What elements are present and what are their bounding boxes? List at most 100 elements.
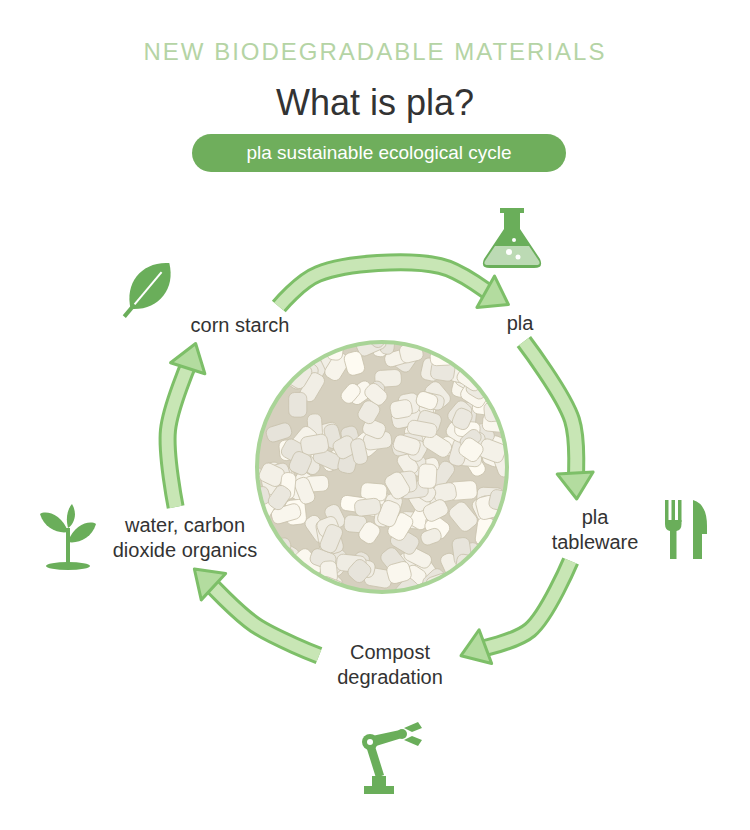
pellet: [481, 334, 509, 366]
pellet: [430, 327, 464, 355]
pellet: [383, 470, 412, 501]
pellet: [487, 368, 511, 385]
arrow-outline: [279, 262, 493, 306]
flask-icon: [483, 208, 541, 268]
pellet: [357, 519, 383, 546]
cycle-arrow: [279, 262, 509, 307]
tableware-icon: [665, 500, 707, 559]
pellet: [415, 391, 445, 412]
pellet: [484, 547, 501, 570]
node-text: water, carbon dioxide organics: [98, 513, 273, 563]
arrow-body: [478, 561, 571, 649]
pellet: [419, 527, 443, 547]
cycle-arrow: [524, 342, 593, 500]
stage-label: water, carbon dioxide organics: [92, 507, 279, 569]
cycle-arrow: [461, 561, 571, 663]
arrow-outline: [524, 342, 576, 482]
pellet: [343, 350, 366, 377]
pellet: [493, 521, 510, 544]
node-text: Compost degradation: [325, 640, 455, 690]
arrow-head: [557, 472, 593, 499]
sprout-icon: [40, 504, 96, 570]
pellet: [475, 517, 496, 547]
pellet: [414, 390, 439, 412]
node-text: pla tableware: [540, 505, 650, 555]
pellet: [339, 381, 363, 406]
pellet: [389, 399, 413, 420]
node-text: pla: [507, 311, 534, 336]
pellet: [237, 355, 270, 386]
pellet: [457, 580, 488, 611]
pellet: [356, 399, 382, 426]
pellet: [293, 476, 317, 506]
pellet: [287, 450, 313, 477]
pellet: [354, 498, 382, 517]
pellet: [261, 352, 282, 382]
pellet: [266, 483, 293, 512]
arrow-body: [279, 262, 493, 306]
arrow-body: [168, 361, 191, 507]
stage-label: pla tableware: [534, 499, 656, 561]
pellet: [392, 433, 422, 456]
pellet: [476, 545, 508, 571]
pellet: [449, 338, 467, 361]
arrow-outline: [168, 361, 191, 507]
pellet: [498, 330, 519, 357]
arrow-head: [461, 630, 492, 664]
pellet: [255, 554, 286, 583]
pellet: [440, 576, 471, 602]
stage-label: corn starch: [185, 307, 296, 344]
pellet: [494, 573, 520, 606]
pellet: [478, 341, 499, 372]
pellet-photo: [236, 320, 531, 610]
pellet: [289, 392, 307, 417]
pellet: [295, 331, 324, 352]
arrow-head: [194, 569, 225, 600]
pellet: [471, 320, 497, 353]
diagram-title: What is pla?: [276, 82, 474, 124]
node-text: corn starch: [191, 313, 290, 338]
arrow-outline: [208, 581, 319, 655]
arrow-body: [524, 342, 576, 482]
pellet: [385, 560, 412, 585]
pellet: [421, 498, 450, 524]
pellet: [462, 328, 484, 352]
arrow-head: [171, 344, 205, 374]
pellet: [243, 402, 263, 432]
arrow-body: [208, 581, 319, 655]
pellet: [483, 328, 506, 349]
pellet: [269, 544, 295, 569]
photo-ring: [257, 342, 507, 592]
arrow-outline: [478, 561, 571, 649]
pellet: [295, 573, 316, 598]
pellet: [406, 419, 438, 438]
pellet: [253, 354, 283, 389]
pellet: [432, 482, 457, 503]
robot-arm-icon: [362, 722, 422, 794]
stage-label: pla: [501, 305, 540, 342]
pellet: [300, 433, 330, 456]
pellet: [457, 436, 486, 464]
pellet: [450, 406, 474, 431]
pellet: [240, 485, 272, 509]
pellet: [452, 572, 482, 599]
arrow-head: [477, 276, 508, 307]
pellet: [345, 557, 373, 585]
cycle-banner: pla sustainable ecological cycle: [192, 134, 566, 172]
pellet: [350, 437, 369, 465]
pellet: [485, 534, 511, 554]
pellet: [498, 364, 531, 395]
pellet: [318, 523, 344, 555]
pellet: [439, 330, 469, 355]
pellet: [481, 580, 504, 600]
stage-label: Compost degradation: [319, 634, 461, 696]
cycle-arrow: [194, 569, 319, 656]
pellet: [492, 520, 521, 540]
leaf-icon: [112, 252, 182, 327]
header-label: NEW BIODEGRADABLE MATERIALS: [144, 38, 607, 66]
cycle-arrow: [168, 344, 205, 508]
pellet: [254, 559, 278, 578]
pellet: [418, 464, 437, 489]
